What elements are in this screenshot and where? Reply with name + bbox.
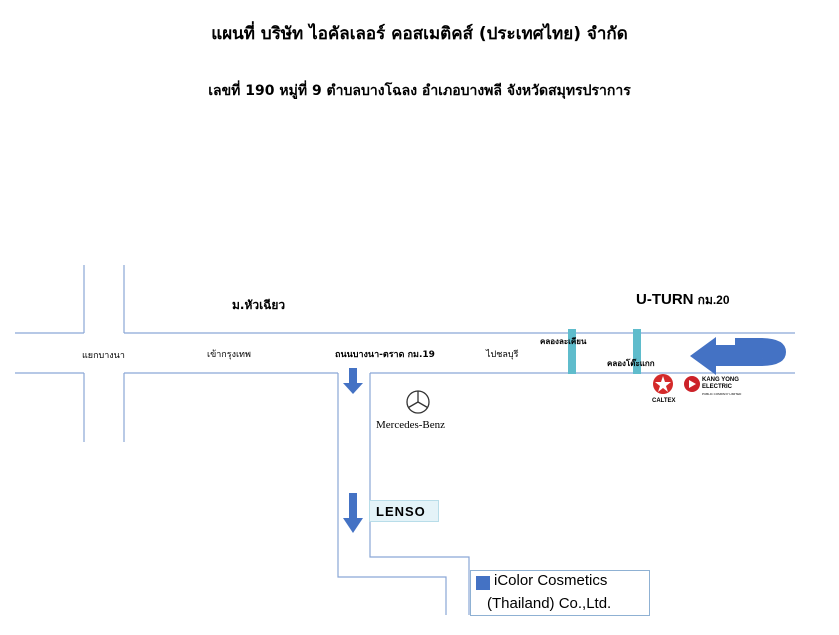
kang-yong-label: KANG YONG ELECTRIC PUBLIC COMPANY LIMITE… xyxy=(702,377,741,398)
mercedes-benz-label: Mercedes-Benz xyxy=(376,419,446,431)
canal-khlong-2 xyxy=(633,329,641,374)
mercedes-logo-icon xyxy=(406,390,430,414)
caltex-label: CALTEX xyxy=(652,398,676,404)
u-turn-text: U-TURN xyxy=(636,291,694,308)
side-road xyxy=(337,373,470,615)
kang-yong-line-1: KANG YONG xyxy=(702,377,739,383)
kang-yong-logo-icon xyxy=(684,376,700,392)
kang-yong-sub: PUBLIC COMPANY LIMITED xyxy=(702,392,742,396)
bangna-crossroad xyxy=(83,265,125,442)
canal-khlong-1 xyxy=(568,329,576,374)
straight-down-arrow xyxy=(343,493,363,533)
destination-line-2: (Thailand) Co.,Ltd. xyxy=(487,595,612,612)
u-turn-km: กม.20 xyxy=(697,293,730,307)
label-khao-krung-thep: เข้ากรุงเทพ xyxy=(207,350,251,360)
label-khlong-1: คลองละเคียน xyxy=(540,337,587,346)
lenso-label: LENSO xyxy=(376,504,426,519)
address-subtitle: เลขที่ 190 หมู่ที่ 9 ตำบลบางโฉลง อำเภอบา… xyxy=(208,83,631,99)
bangna-trat-highway xyxy=(15,332,795,374)
u-turn-label: U-TURN กม.20 xyxy=(636,291,730,310)
label-bangna-trat-road: ถนนบางนา-ตราด กม.19 xyxy=(335,350,435,360)
destination-marker-icon xyxy=(476,576,490,590)
label-mu-hua-chiao: ม.หัวเฉียว xyxy=(232,298,286,312)
kang-yong-line-2: ELECTRIC xyxy=(702,384,732,390)
label-yaek-bangna: แยกบางนา xyxy=(82,351,125,361)
turn-down-arrow xyxy=(343,368,363,394)
map-title: แผนที่ บริษัท ไอคัลเลอร์ คอสเมติคส์ (ประ… xyxy=(211,24,628,44)
destination-icolor-box: iColor Cosmetics (Thailand) Co.,Ltd. xyxy=(470,570,650,616)
label-khlong-2: คลองโต๊ะแกก xyxy=(607,359,655,368)
caltex-logo-icon xyxy=(653,374,673,394)
destination-line-1: iColor Cosmetics xyxy=(494,572,608,589)
label-pai-chonburi: ไปชลบุรี xyxy=(486,350,519,360)
u-turn-arrow xyxy=(690,337,786,375)
lenso-landmark: LENSO xyxy=(369,500,439,522)
